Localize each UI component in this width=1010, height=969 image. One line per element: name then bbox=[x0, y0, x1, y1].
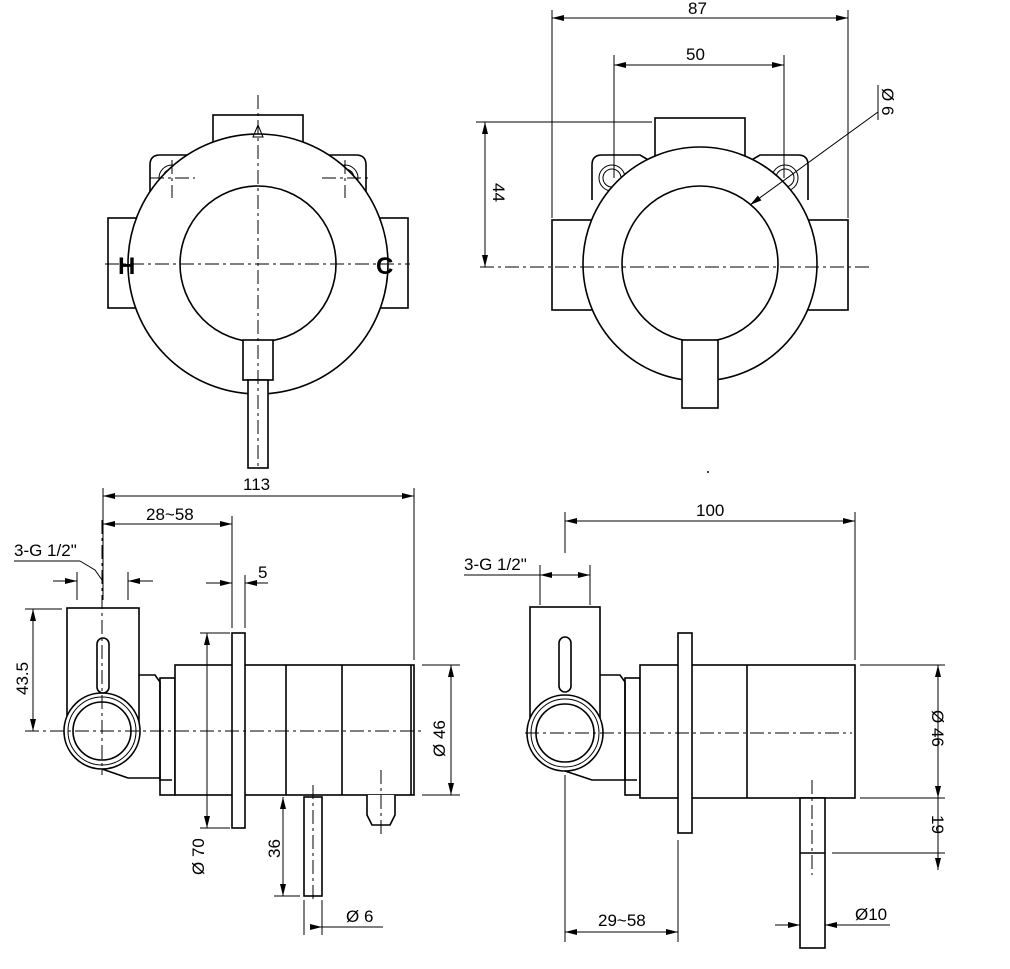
dim-height-to-center: 44 bbox=[489, 183, 508, 202]
hot-label: H bbox=[118, 253, 135, 280]
dim-wall-range-right: 29~58 bbox=[598, 911, 646, 930]
dim-depth-overall: 113 bbox=[243, 475, 270, 494]
dim-width-overall: 87 bbox=[688, 0, 707, 18]
dim-hole-spacing: 50 bbox=[686, 45, 705, 64]
front-view-right: 87 50 44 Ø 6 bbox=[476, 0, 897, 409]
dim-handle-offset: 19 bbox=[928, 815, 947, 834]
dim-body-diameter: Ø 46 bbox=[430, 720, 449, 757]
side-view-left: 113 28~58 3-G 1/2" 5 43.5 Ø 46 Ø 70 36 Ø… bbox=[13, 475, 460, 935]
dim-outlet-height: 43.5 bbox=[13, 662, 32, 695]
cold-label: C bbox=[376, 253, 393, 280]
front-view-left: H C bbox=[105, 95, 410, 470]
dim-handle-diameter: Ø10 bbox=[855, 905, 887, 924]
dim-wall-range: 28~58 bbox=[146, 505, 194, 524]
dim-flange-diameter: Ø 70 bbox=[189, 838, 208, 875]
side-view-right: 100 3-G 1/2" Ø 46 19 29~58 Ø10 bbox=[464, 501, 947, 949]
dim-lever-diameter: Ø 6 bbox=[346, 907, 373, 926]
thread-label: 3-G 1/2" bbox=[14, 541, 77, 560]
dim-flange-thickness: 5 bbox=[258, 563, 267, 582]
stray-dot bbox=[707, 471, 709, 473]
dim-depth-overall-right: 100 bbox=[696, 501, 724, 520]
thread-label-right: 3-G 1/2" bbox=[464, 555, 527, 574]
dim-body-diameter-right: Ø 46 bbox=[928, 710, 947, 747]
dim-hole-diameter: Ø 6 bbox=[878, 88, 897, 115]
dim-lever-length: 36 bbox=[265, 839, 284, 858]
